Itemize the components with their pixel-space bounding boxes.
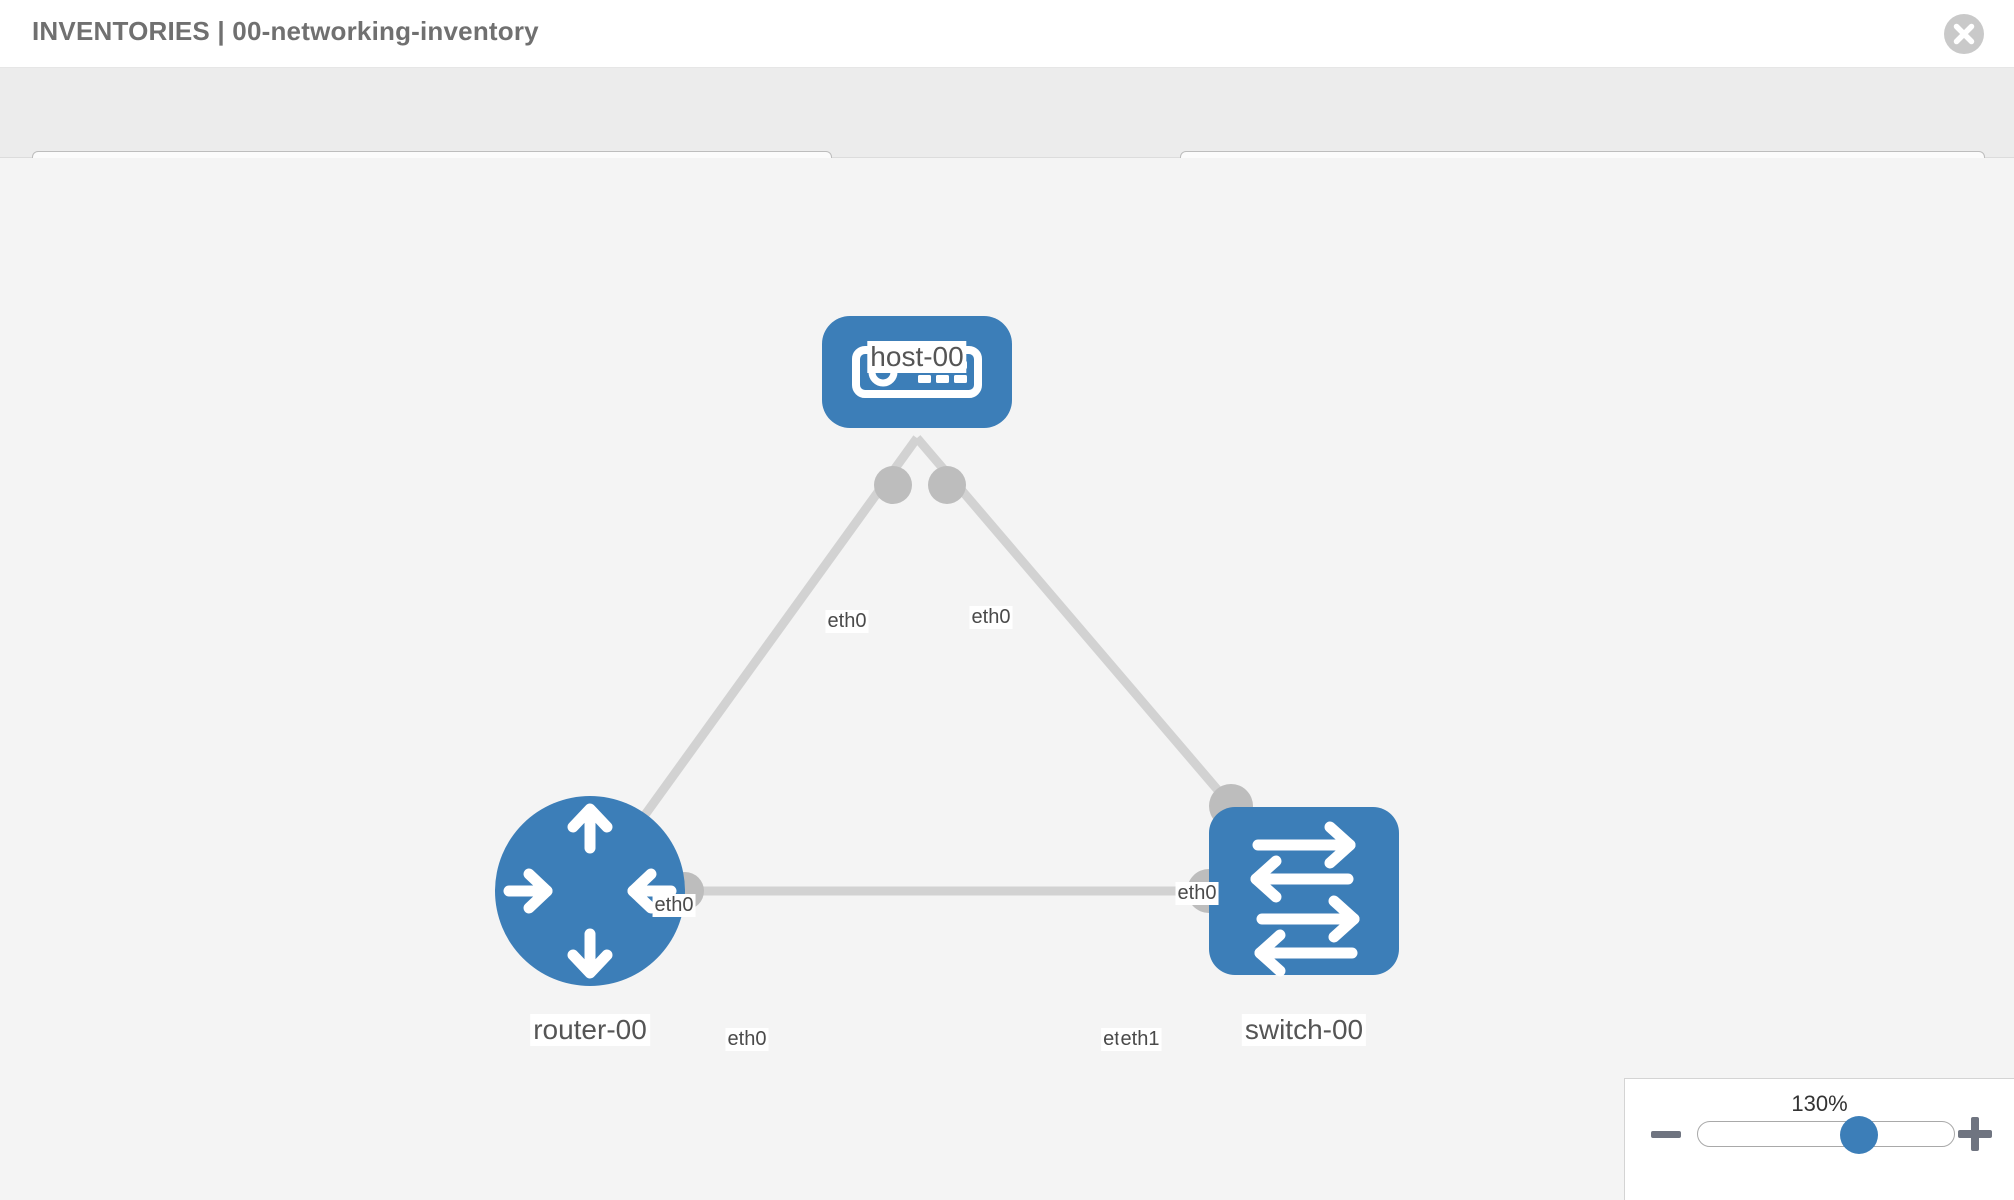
zoom-control-panel: 130% (1624, 1078, 2014, 1200)
iface-label-switch00-uplink[interactable]: eth0 (1175, 882, 1219, 905)
iface-label-host00-left[interactable]: eth0 (825, 610, 869, 633)
zoom-percent-label: 130% (1791, 1091, 1848, 1116)
zoom-out-button[interactable] (1651, 1131, 1681, 1138)
topology-canvas[interactable]: host-00 router-00 switch-00 eth0 eth0 et… (0, 158, 2014, 1200)
page-header: INVENTORIES | 00-networking-inventory (0, 0, 2014, 68)
zoom-slider[interactable] (1697, 1116, 1955, 1154)
switch-arrows-icon (1250, 821, 1360, 977)
iface-label-switch00-eth1[interactable]: eth1 (1118, 1028, 1162, 1051)
iface-label-router00-eth0[interactable]: eth0 (725, 1028, 769, 1051)
node-label-router-00[interactable]: router-00 (530, 1014, 650, 1046)
zoom-slider-thumb[interactable] (1840, 1116, 1879, 1154)
node-label-switch-00[interactable]: switch-00 (1241, 1014, 1367, 1046)
node-label-host-00[interactable]: host-00 (867, 341, 967, 373)
topology-graph (495, 316, 1399, 986)
page-title: INVENTORIES | 00-networking-inventory (32, 16, 539, 46)
iface-label-host00-right[interactable]: eth0 (969, 606, 1013, 629)
node-router-00[interactable] (495, 796, 685, 986)
toolbar: ACTIONS SEARCH (0, 68, 2014, 203)
connector-host00-left[interactable] (874, 466, 912, 504)
connector-host00-right[interactable] (928, 466, 966, 504)
node-switch-00[interactable] (1209, 807, 1399, 977)
topology-links (586, 435, 1308, 896)
iface-label-router00-uplink[interactable]: eth0 (652, 894, 696, 917)
router-arrows-icon (503, 803, 677, 979)
close-icon[interactable] (1942, 12, 1986, 56)
topology-connectors (666, 466, 1253, 913)
zoom-in-button[interactable] (1958, 1117, 1992, 1151)
